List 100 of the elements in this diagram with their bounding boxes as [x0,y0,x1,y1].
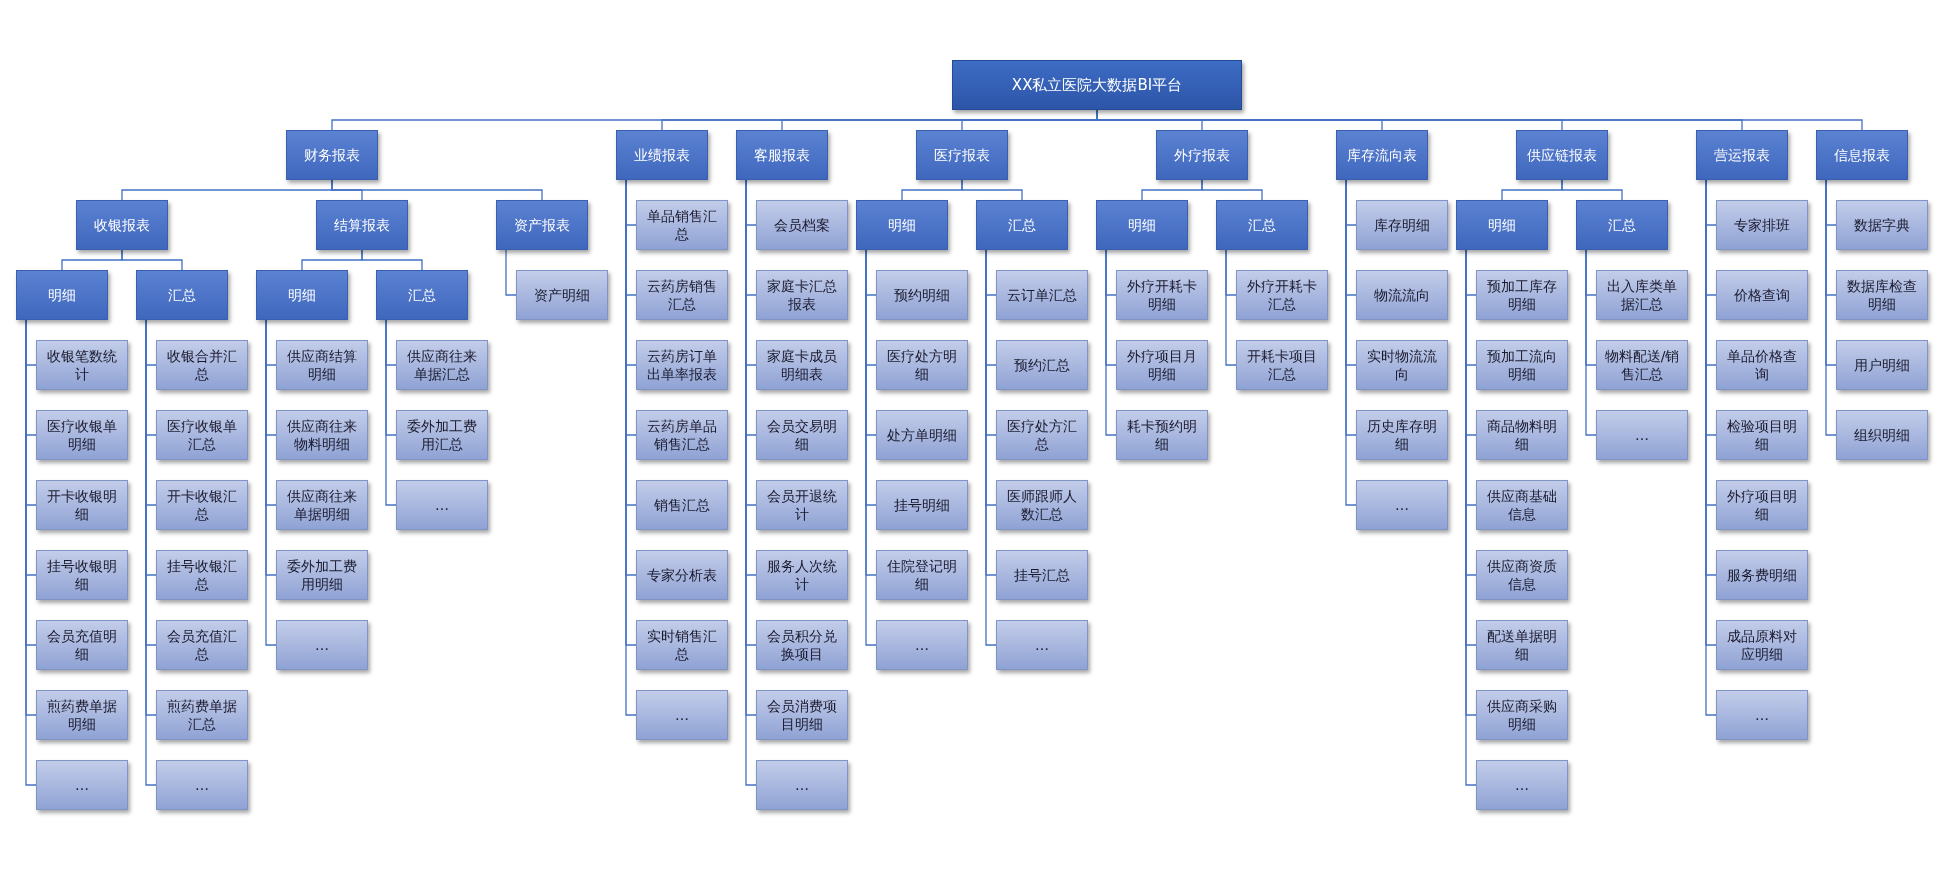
category-box: 明细 [16,270,108,320]
report-box: 会员交易明细 [756,410,848,460]
report-box: 供应商资质信息 [1476,550,1568,600]
report-box: 价格查询 [1716,270,1808,320]
report-box: … [276,620,368,670]
report-box: 物流流向 [1356,270,1448,320]
category-box: 业绩报表 [616,130,708,180]
report-box: 会员积分兑换项目 [756,620,848,670]
category-box: 汇总 [976,200,1068,250]
category-box: 客服报表 [736,130,828,180]
report-box: 配送单据明细 [1476,620,1568,670]
category-box: 信息报表 [1816,130,1908,180]
report-box: … [156,760,248,810]
category-box: 库存流向表 [1336,130,1428,180]
report-box: 供应商往来单据汇总 [396,340,488,390]
report-box: 资产明细 [516,270,608,320]
report-box: 委外加工费用明细 [276,550,368,600]
report-box: 单品价格查询 [1716,340,1808,390]
report-box: 挂号收银明细 [36,550,128,600]
report-box: 云药房销售汇总 [636,270,728,320]
report-box: 专家分析表 [636,550,728,600]
report-box: 检验项目明细 [1716,410,1808,460]
report-box: 用户明细 [1836,340,1928,390]
report-box: 供应商采购明细 [1476,690,1568,740]
category-box: 汇总 [376,270,468,320]
category-box: 明细 [856,200,948,250]
report-box: 历史库存明细 [1356,410,1448,460]
category-box: 外疗报表 [1156,130,1248,180]
category-box: 医疗报表 [916,130,1008,180]
report-box: 单品销售汇总 [636,200,728,250]
report-box: 实时物流流向 [1356,340,1448,390]
report-box: 收银笔数统计 [36,340,128,390]
platform-box: XX私立医院大数据BI平台 [952,60,1242,110]
report-box: … [1476,760,1568,810]
report-box: 物料配送/销售汇总 [1596,340,1688,390]
report-box: 住院登记明细 [876,550,968,600]
report-box: 外疗开耗卡明细 [1116,270,1208,320]
report-box: 家庭卡汇总报表 [756,270,848,320]
report-box: … [1716,690,1808,740]
report-box: 医疗收银单明细 [36,410,128,460]
report-box: 供应商往来物料明细 [276,410,368,460]
report-box: 预加工库存明细 [1476,270,1568,320]
report-box: … [996,620,1088,670]
report-box: 实时销售汇总 [636,620,728,670]
report-box: … [1596,410,1688,460]
connector-line [385,319,397,506]
report-box: 外疗开耗卡汇总 [1236,270,1328,320]
report-box: 会员充值汇总 [156,620,248,670]
category-box: 财务报表 [286,130,378,180]
report-box: 外疗项目明细 [1716,480,1808,530]
report-box: … [1356,480,1448,530]
report-box: 服务费明细 [1716,550,1808,600]
report-box: 处方单明细 [876,410,968,460]
report-box: 云药房订单出单率报表 [636,340,728,390]
connector-line [1225,249,1237,366]
report-box: 医师跟师人数汇总 [996,480,1088,530]
report-box: 商品物料明细 [1476,410,1568,460]
category-box: 汇总 [1576,200,1668,250]
category-box: 资产报表 [496,200,588,250]
connector-line [1561,179,1623,201]
category-box: 汇总 [1216,200,1308,250]
report-box: 供应商基础信息 [1476,480,1568,530]
connector-line [1105,249,1117,436]
report-box: 医疗处方明细 [876,340,968,390]
report-box: 预加工流向明细 [1476,340,1568,390]
category-box: 明细 [256,270,348,320]
report-box: 挂号汇总 [996,550,1088,600]
report-box: 开耗卡项目汇总 [1236,340,1328,390]
report-box: 医疗收银单汇总 [156,410,248,460]
connector-line [361,249,423,271]
report-box: 煎药费单据汇总 [156,690,248,740]
report-box: 会员消费项目明细 [756,690,848,740]
category-box: 收银报表 [76,200,168,250]
report-box: … [636,690,728,740]
report-box: 委外加工费用汇总 [396,410,488,460]
connector-line [961,179,1023,201]
report-box: 专家排班 [1716,200,1808,250]
category-box: 明细 [1456,200,1548,250]
report-box: 预约汇总 [996,340,1088,390]
report-box: … [396,480,488,530]
report-box: 挂号明细 [876,480,968,530]
category-box: 供应链报表 [1516,130,1608,180]
connector-line [121,249,183,271]
connector-line [505,249,517,296]
category-box: 营运报表 [1696,130,1788,180]
report-box: 会员档案 [756,200,848,250]
report-box: 会员开退统计 [756,480,848,530]
report-box: 数据库检查明细 [1836,270,1928,320]
report-box: … [36,760,128,810]
report-box: 云药房单品销售汇总 [636,410,728,460]
connector-line [331,179,543,201]
report-box: … [876,620,968,670]
report-box: 云订单汇总 [996,270,1088,320]
category-box: 结算报表 [316,200,408,250]
report-box: 家庭卡成员明细表 [756,340,848,390]
report-box: 煎药费单据明细 [36,690,128,740]
report-box: 成品原料对应明细 [1716,620,1808,670]
connector-line [1201,179,1263,201]
report-box: 供应商结算明细 [276,340,368,390]
report-box: 服务人次统计 [756,550,848,600]
